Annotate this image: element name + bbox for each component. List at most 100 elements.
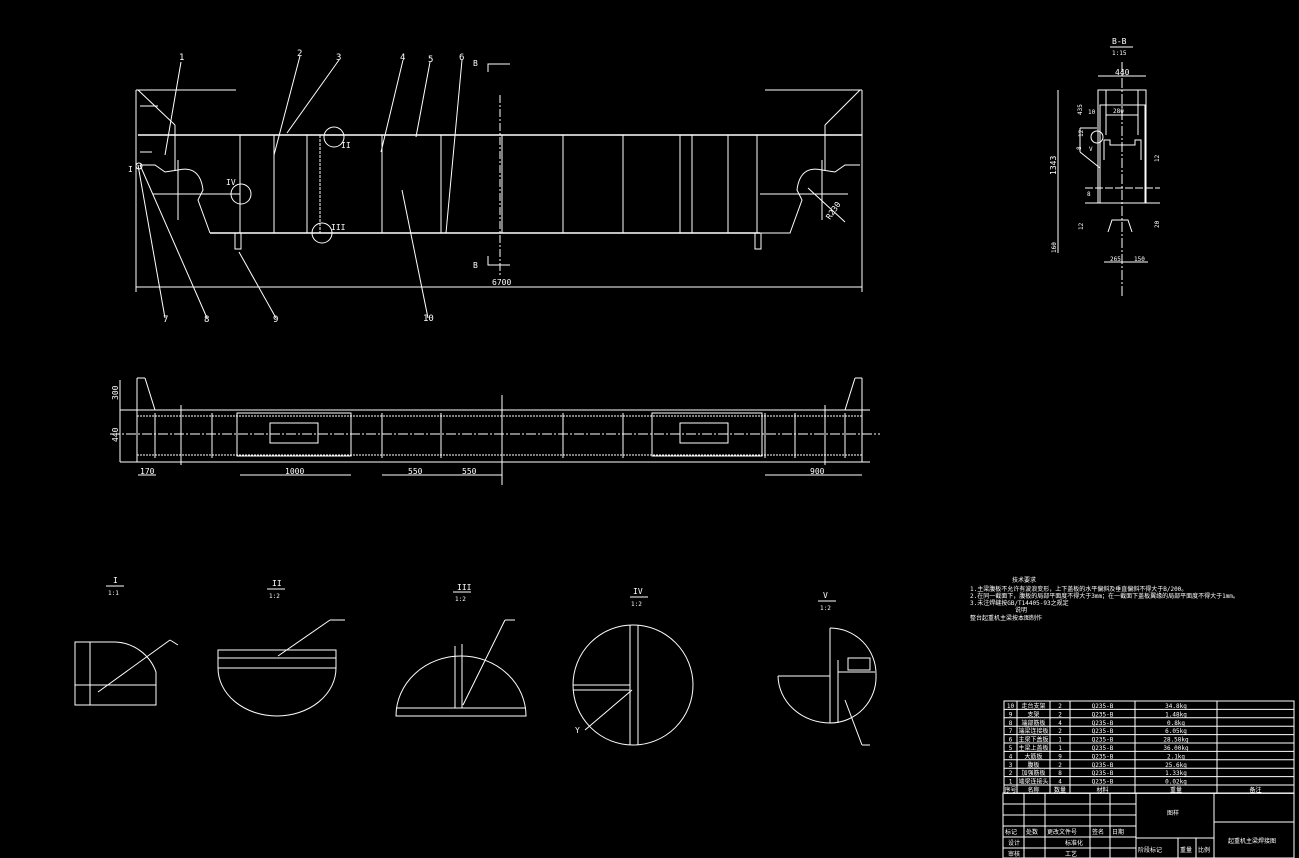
- leader-6: 6: [459, 53, 464, 63]
- tb-drawing-name: 起重机主梁焊接图: [1228, 837, 1276, 845]
- parts-cell-weight: 0.8kg: [1167, 720, 1185, 727]
- dim-12-b: 12: [1154, 154, 1161, 162]
- dim-20: 20: [1154, 220, 1161, 228]
- parts-cell-name: 加强筋板: [1021, 769, 1045, 777]
- notes-heading: 技术要求: [1012, 576, 1036, 584]
- parts-header: 备注: [1249, 786, 1261, 794]
- detail-mark-ii: II: [341, 141, 351, 150]
- parts-cell-weight: 36.00kg: [1163, 745, 1189, 752]
- parts-cell-qty: 2: [1058, 762, 1062, 769]
- dim-160: 160: [1051, 242, 1058, 253]
- parts-cell-no: 5: [1009, 745, 1013, 752]
- section-mark-bottom: B: [473, 261, 478, 270]
- parts-cell-name: 主梁下盖板: [1018, 736, 1048, 744]
- detail-mark-iii: III: [331, 223, 346, 232]
- dim-280: 280: [1113, 108, 1124, 115]
- leader-8: 8: [204, 315, 209, 325]
- parts-cell-material: Q235-B: [1092, 720, 1114, 727]
- dim-265: 265: [1110, 256, 1121, 263]
- detail-ii-title: II: [272, 579, 282, 588]
- note-line-1: 1.主梁腹板不允许有波浪变形，上下盖板的水平偏斜及垂直偏斜不得大于B/200。: [970, 585, 1187, 593]
- parts-header: 材料: [1096, 786, 1108, 794]
- parts-cell-qty: 9: [1058, 753, 1062, 760]
- parts-cell-material: Q235-B: [1092, 753, 1114, 760]
- parts-cell-material: Q235-B: [1092, 728, 1114, 735]
- main-elevation-view: B B II IV III I 6700 R230 1 2 3 4 5 6 7 …: [128, 49, 863, 325]
- technical-notes: 技术要求 1.主梁腹板不允许有波浪变形，上下盖板的水平偏斜及垂直偏斜不得大于B/…: [970, 576, 1239, 622]
- parts-cell-weight: 2.1kg: [1167, 753, 1185, 760]
- detail-circle-iii: [311, 222, 333, 244]
- leader-7: 7: [163, 315, 168, 325]
- parts-cell-qty: 4: [1058, 720, 1062, 727]
- overall-length-dim: 6700: [492, 278, 511, 287]
- tb-drawing-type: 图样: [1167, 809, 1179, 817]
- dim-8-a: 8: [1076, 146, 1083, 150]
- parts-cell-weight: 25.6kg: [1165, 762, 1187, 769]
- dim-1343: 1343: [1049, 156, 1058, 175]
- section-title: B-B: [1112, 37, 1127, 46]
- detail-iii-scale: 1:2: [455, 596, 466, 603]
- parts-cell-qty: 8: [1058, 770, 1062, 777]
- dim-12-a: 12: [1078, 129, 1085, 137]
- tb-stage-mark: 阶段标记: [1138, 846, 1162, 854]
- parts-cell-no: 2: [1009, 770, 1013, 777]
- parts-cell-qty: 1: [1058, 745, 1062, 752]
- tb-sign: 签名: [1092, 828, 1104, 836]
- detail-iii: III 1:2: [395, 583, 527, 717]
- parts-cell-material: Q235-B: [1092, 770, 1114, 777]
- dim-300: 300: [111, 385, 120, 400]
- parts-header: 序号: [1004, 786, 1016, 794]
- parts-cell-weight: 6.05kg: [1165, 728, 1187, 735]
- section-bb-view: B-B 1:15 440 435 10 280 12 8 V 1343 12 8…: [1049, 37, 1161, 298]
- detail-mark-i: I: [128, 165, 133, 174]
- dim-10: 10: [1088, 109, 1096, 116]
- notes-remark: 整台起重机主梁按本图制作: [970, 614, 1042, 622]
- parts-cell-no: 3: [1009, 762, 1013, 769]
- tb-standard: 标准化: [1065, 839, 1083, 847]
- detail-circle-ii: [323, 126, 345, 148]
- parts-cell-qty: 4: [1058, 779, 1062, 786]
- parts-cell-weight: 1.33kg: [1165, 770, 1187, 777]
- parts-cell-qty: 1: [1058, 737, 1062, 744]
- note-line-2: 2.在同一截面下，腹板的局部平面度不得大于3mm；在一截面下盖板翼缘的局部平面度…: [970, 592, 1239, 600]
- detail-iv-scale: 1:2: [631, 601, 642, 608]
- dim-550-b: 550: [462, 467, 477, 476]
- parts-cell-no: 10: [1007, 703, 1015, 710]
- detail-v-title: V: [823, 591, 828, 600]
- tb-design: 设计: [1008, 839, 1020, 847]
- parts-header: 重量: [1170, 786, 1182, 794]
- detail-i-scale: 1:1: [108, 590, 119, 597]
- parts-cell-weight: 0.02kg: [1165, 779, 1187, 786]
- dim-8-b: 8: [1087, 191, 1091, 198]
- detail-mark-iv: IV: [226, 178, 236, 187]
- tb-count: 处数: [1026, 828, 1038, 836]
- detail-i-title: I: [113, 576, 118, 585]
- detail-ii: II 1:2: [217, 579, 345, 717]
- dim-550-a: 550: [408, 467, 423, 476]
- parts-cell-weight: 34.8kg: [1165, 703, 1187, 710]
- parts-cell-no: 1: [1009, 779, 1013, 786]
- parts-cell-material: Q235-B: [1092, 779, 1114, 786]
- dim-150: 150: [1134, 256, 1145, 263]
- dim-440: 440: [111, 427, 120, 442]
- detail-circle-iv: [230, 183, 252, 205]
- section-mark-top: B: [473, 59, 478, 68]
- dim-440-section: 440: [1115, 68, 1130, 77]
- section-scale: 1:15: [1112, 50, 1127, 57]
- parts-header: 名称: [1027, 786, 1039, 794]
- detail-i: I 1:1: [74, 576, 179, 706]
- dim-900: 900: [810, 467, 825, 476]
- parts-cell-material: Q235-B: [1092, 703, 1114, 710]
- weld-mark-v: V: [1089, 146, 1093, 153]
- parts-cell-name: 大筋板: [1024, 752, 1042, 760]
- leader-4: 4: [400, 53, 405, 63]
- leader-5: 5: [428, 55, 433, 65]
- parts-cell-name: 端部筋板: [1021, 719, 1045, 727]
- parts-cell-no: 7: [1009, 728, 1013, 735]
- detail-iv-y-label: Y: [575, 726, 580, 735]
- plan-stiffeners: [154, 395, 846, 485]
- tb-check: 审核: [1008, 850, 1020, 858]
- detail-ii-scale: 1:2: [269, 593, 280, 600]
- parts-cell-name: 端梁连接头: [1018, 778, 1048, 786]
